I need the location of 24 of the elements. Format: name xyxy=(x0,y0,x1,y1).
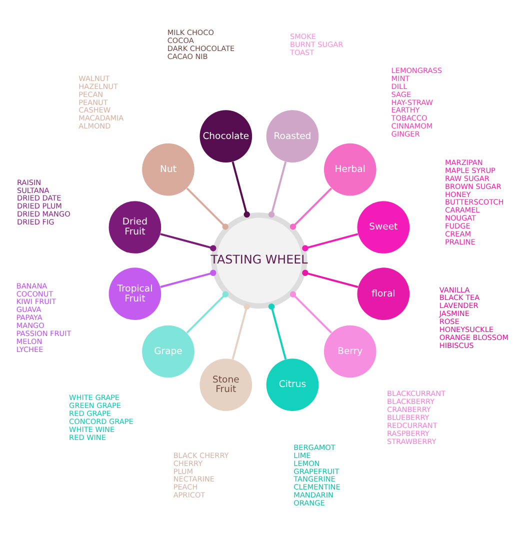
node-circle: Citrus xyxy=(266,358,319,410)
node-circle: Grape xyxy=(142,324,194,378)
node-circle: Dried Fruit xyxy=(108,200,162,253)
connector xyxy=(160,232,216,251)
connector xyxy=(186,187,228,230)
connector xyxy=(290,290,332,333)
node-circle: Roasted xyxy=(266,110,319,162)
node-circle: Berry xyxy=(324,324,376,378)
connector xyxy=(268,302,287,360)
connector xyxy=(302,269,358,288)
connector xyxy=(186,290,228,333)
connector xyxy=(268,161,287,218)
node-circle: Herbal xyxy=(324,142,376,196)
node-circle: Chocolate xyxy=(200,110,252,162)
connector xyxy=(290,187,332,230)
connector xyxy=(232,161,250,218)
connector xyxy=(232,302,250,360)
node-circle: Tropical Fruit xyxy=(108,267,162,320)
connector xyxy=(302,232,358,251)
node-circle: Sweet xyxy=(357,200,410,253)
node-circle: floral xyxy=(357,267,410,320)
node-circle: Stone Fruit xyxy=(200,358,252,410)
connector xyxy=(160,269,216,288)
node-circle: Nut xyxy=(142,142,194,196)
